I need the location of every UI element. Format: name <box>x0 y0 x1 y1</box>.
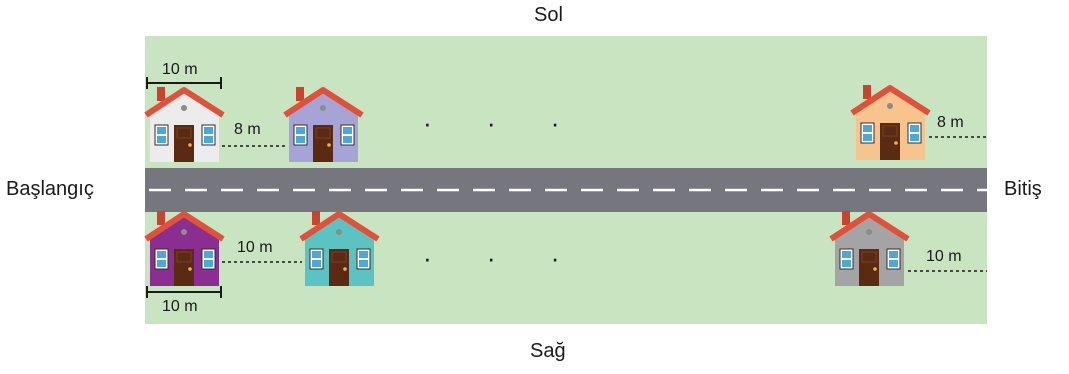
gray-house <box>829 211 910 286</box>
chimney <box>863 85 871 99</box>
window-pane <box>312 260 321 267</box>
roof <box>299 211 380 242</box>
window-pane <box>157 127 166 134</box>
window-pane <box>312 251 321 258</box>
bottom-end-gap-label: 10 m <box>926 248 962 265</box>
bottom-gap-label: 10 m <box>237 239 273 256</box>
chimney <box>842 211 850 225</box>
purple-house <box>144 211 225 286</box>
door-panel <box>331 251 347 263</box>
door-knob <box>343 267 347 271</box>
window-pane <box>889 260 898 267</box>
door-panel <box>315 127 331 139</box>
top-house-width-label: 10 m <box>162 61 198 78</box>
roof <box>850 85 931 116</box>
chimney <box>312 211 320 225</box>
window-pane <box>204 127 213 134</box>
door-panel <box>176 127 192 139</box>
door-knob <box>873 267 877 271</box>
top-gap-label: 8 m <box>234 121 261 138</box>
start-label: Başlangıç <box>6 178 94 200</box>
roof <box>829 211 910 242</box>
window-pane <box>359 251 368 258</box>
roof <box>144 87 225 118</box>
window-pane <box>204 260 213 267</box>
window-pane <box>157 136 166 143</box>
chimney <box>157 87 165 101</box>
top-width-dimension <box>146 77 222 89</box>
top-ellipsis: · · · <box>423 108 584 138</box>
teal-house <box>299 211 380 286</box>
window-pane <box>343 136 352 143</box>
roof <box>144 211 225 242</box>
window-pane <box>157 251 166 258</box>
chimney <box>296 87 304 101</box>
door-panel <box>882 125 898 137</box>
lamp <box>181 105 187 111</box>
top-end-gap-label: 8 m <box>937 114 964 131</box>
window-pane <box>842 260 851 267</box>
white-house <box>144 87 225 162</box>
window-pane <box>157 260 166 267</box>
door-panel <box>861 251 877 263</box>
door <box>174 249 194 286</box>
bottom-house-width-label: 10 m <box>162 298 198 315</box>
window-pane <box>889 251 898 258</box>
lavender-house <box>283 87 364 162</box>
door <box>313 125 333 162</box>
window-pane <box>204 251 213 258</box>
bottom-width-dimension <box>146 286 222 298</box>
window-pane <box>296 136 305 143</box>
lamp <box>336 229 342 235</box>
chimney <box>157 211 165 225</box>
houses <box>144 85 931 286</box>
peach-house <box>850 85 931 160</box>
top-side-label: Sol <box>534 4 563 26</box>
roof <box>283 87 364 118</box>
door-knob <box>327 143 331 147</box>
door <box>174 125 194 162</box>
window-pane <box>863 125 872 132</box>
window-pane <box>842 251 851 258</box>
window-pane <box>910 125 919 132</box>
lamp <box>887 103 893 109</box>
lamp <box>866 229 872 235</box>
window-pane <box>296 127 305 134</box>
lamp <box>181 229 187 235</box>
window-pane <box>910 134 919 141</box>
door-knob <box>188 267 192 271</box>
lamp <box>320 105 326 111</box>
window-pane <box>204 136 213 143</box>
door-panel <box>176 251 192 263</box>
window-pane <box>863 134 872 141</box>
bottom-ellipsis: · · · <box>423 243 584 273</box>
end-label: Bitiş <box>1004 178 1042 200</box>
door <box>859 249 879 286</box>
window-pane <box>343 127 352 134</box>
bottom-side-label: Sağ <box>530 340 566 362</box>
door-knob <box>894 141 898 145</box>
window-pane <box>359 260 368 267</box>
door <box>329 249 349 286</box>
door <box>880 123 900 160</box>
door-knob <box>188 143 192 147</box>
